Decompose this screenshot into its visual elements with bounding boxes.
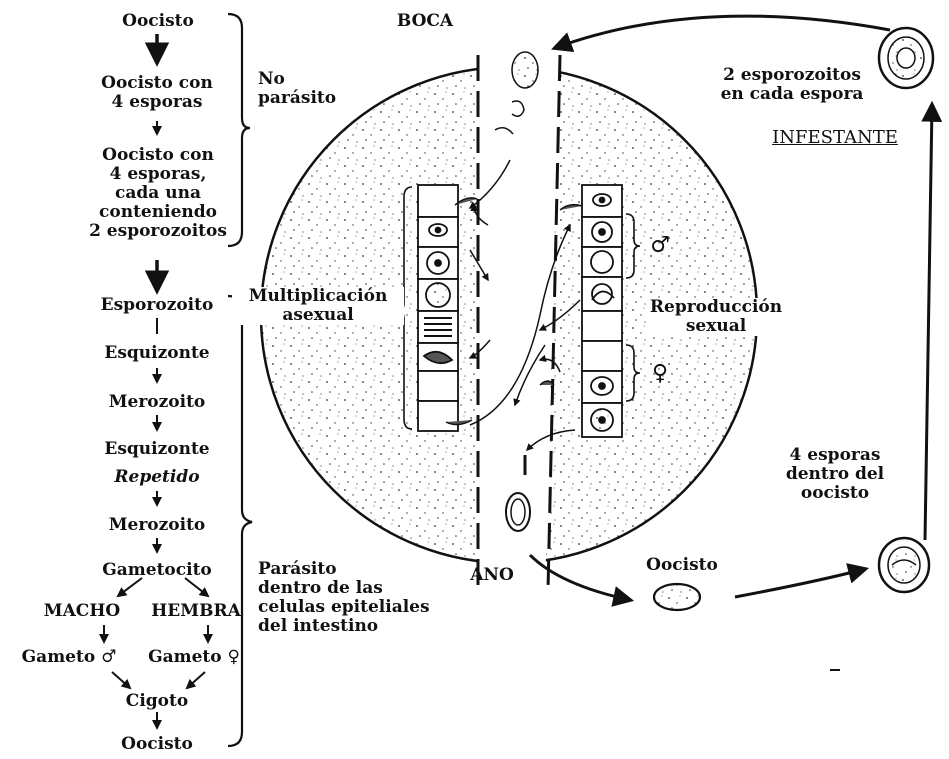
- label-boca: BOCA: [390, 12, 460, 31]
- stage-esquizonte: Esquizonte: [82, 344, 232, 363]
- label-oocisto-outer: Oocisto: [632, 556, 732, 575]
- label-infestante: INFESTANTE: [742, 128, 928, 147]
- male-symbol: ♂: [648, 236, 672, 255]
- label-no-parasito: No parásito: [258, 70, 336, 108]
- label-multiplicacion-asexual: Multiplicación asexual: [232, 287, 404, 325]
- label-parasito: Parásito dentro de las celulas epitelial…: [258, 560, 430, 636]
- stage-gameto-hembra: Gameto ♀: [134, 648, 254, 667]
- stage-cigoto: Cigoto: [110, 692, 204, 711]
- stage-oocisto-con-esporas: Oocisto con 4 esporas: [82, 74, 232, 112]
- label-ano: ANO: [462, 566, 522, 585]
- female-symbol: ♀: [648, 364, 672, 383]
- left-flow-arrows: [104, 34, 208, 728]
- stage-oocisto: Oocisto: [112, 12, 204, 31]
- stage-gameto-macho: Gameto ♂: [4, 648, 134, 667]
- stage-hembra: HEMBRA: [146, 602, 246, 621]
- label-esporozoitos-espora: 2 esporozoitos en cada espora: [694, 66, 890, 104]
- stage-merozoito: Merozoito: [82, 393, 232, 412]
- epithelial-cells-sexual: [582, 185, 622, 437]
- stage-gametocito: Gametocito: [82, 561, 232, 580]
- stage-merozoito-2: Merozoito: [82, 516, 232, 535]
- epithelial-cells-asexual: [418, 185, 458, 431]
- stage-macho: MACHO: [20, 602, 144, 621]
- stage-oocisto-con-esporozoitos: Oocisto con 4 esporas, cada una contenie…: [68, 146, 248, 241]
- label-esporas-dentro-oocisto: 4 esporas dentro del oocisto: [770, 446, 900, 503]
- label-reproduccion-sexual: Reproducción sexual: [646, 298, 786, 336]
- stage-repetido: Repetido: [82, 468, 232, 487]
- stage-oocisto-final: Oocisto: [110, 735, 204, 754]
- stage-esquizonte-repetido: Esquizonte: [82, 440, 232, 459]
- stage-esporozoito: Esporozoito: [75, 296, 239, 315]
